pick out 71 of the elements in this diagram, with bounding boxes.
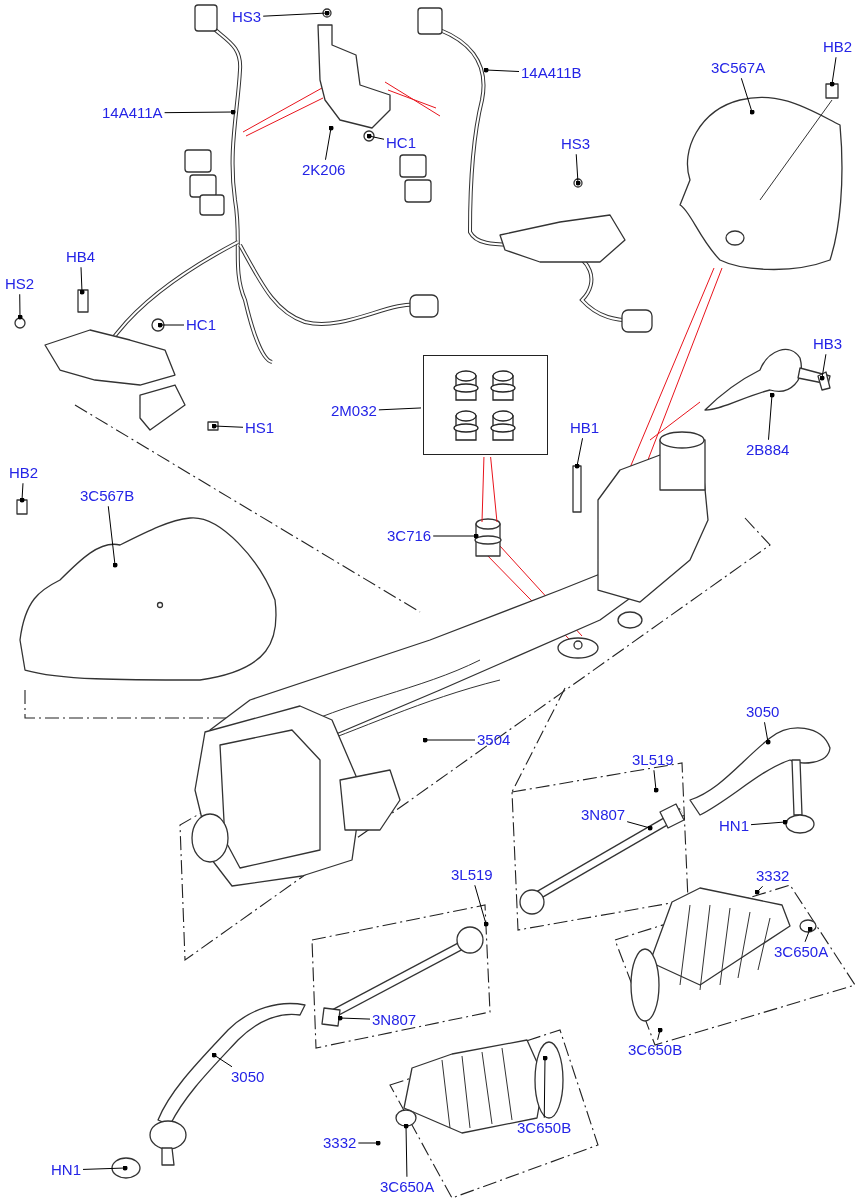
leader-line: [804, 926, 813, 943]
leader-line: [357, 1140, 381, 1146]
leader-line: [79, 266, 85, 295]
callout-label: 14A411B: [521, 64, 582, 82]
leader-line: [324, 125, 334, 161]
leader-line: [542, 1055, 548, 1119]
leader-line: [750, 819, 788, 826]
leader-line: [211, 423, 244, 429]
leader-line: [819, 353, 827, 381]
callout-label: 14A411A: [102, 104, 163, 122]
callout-label: 3050: [231, 1068, 265, 1086]
callout-label: 3N807: [581, 806, 626, 824]
leader-line: [474, 884, 489, 927]
callout-label: HN1: [719, 817, 749, 835]
leader-line: [829, 56, 837, 87]
callout-label: 3C650B: [628, 1041, 683, 1059]
callout-label: 3C567B: [80, 487, 135, 505]
leader-line: [768, 392, 775, 441]
callout-label: 3C567A: [711, 59, 766, 77]
parts-group-box: [423, 355, 548, 455]
callout-label: HN1: [51, 1161, 81, 1179]
callout-label: HB2: [823, 38, 853, 56]
callout-label: HS2: [5, 275, 35, 293]
leader-line: [107, 505, 118, 568]
callout-label: 3N807: [372, 1011, 417, 1029]
callout-label: 3C650B: [517, 1119, 572, 1137]
callout-label: HB4: [66, 248, 96, 266]
callout-label: 3L519: [451, 866, 493, 884]
callout-label: 3504: [477, 731, 511, 749]
leader-line: [378, 407, 422, 411]
callout-label: 3050: [746, 703, 780, 721]
reference-line: [481, 456, 485, 523]
callout-label: 2M032: [331, 402, 377, 420]
callout-label: 3332: [756, 867, 790, 885]
leader-line: [740, 77, 755, 115]
leader-line: [366, 133, 385, 140]
callout-label: 3C650A: [774, 943, 829, 961]
callout-label: HC1: [186, 316, 216, 334]
leader-line: [657, 1027, 663, 1041]
callout-label: 3C650A: [380, 1178, 435, 1196]
callout-label: HS3: [232, 8, 262, 26]
leader-line: [157, 322, 185, 328]
leader-line: [19, 482, 25, 503]
leader-line: [337, 1015, 371, 1021]
callout-label: HC1: [386, 134, 416, 152]
callout-label: 3332: [323, 1134, 357, 1152]
callout-label: HB1: [570, 419, 600, 437]
callout-label: HS1: [245, 419, 275, 437]
leader-line: [262, 10, 330, 17]
callout-label: 2K206: [302, 161, 346, 179]
leader-line: [483, 67, 520, 73]
leader-line: [754, 885, 764, 895]
callout-label: 3C716: [387, 527, 432, 545]
callout-label: 3L519: [632, 751, 674, 769]
leader-line: [575, 153, 581, 186]
callout-label: HB3: [813, 335, 843, 353]
leader-line: [211, 1052, 233, 1068]
callout-label: 2B884: [746, 441, 790, 459]
leader-line: [574, 437, 584, 469]
leader-line: [422, 737, 476, 743]
leader-line: [17, 293, 23, 320]
leader-line: [653, 769, 659, 793]
callout-label: HS3: [561, 135, 591, 153]
leader-line: [432, 533, 479, 539]
leader-line: [403, 1123, 409, 1178]
callout-label: HB2: [9, 464, 39, 482]
leader-line: [626, 821, 653, 831]
reference-line: [490, 456, 498, 523]
leader-line: [82, 1165, 128, 1171]
leader-line: [164, 109, 236, 115]
leader-line: [764, 721, 771, 745]
